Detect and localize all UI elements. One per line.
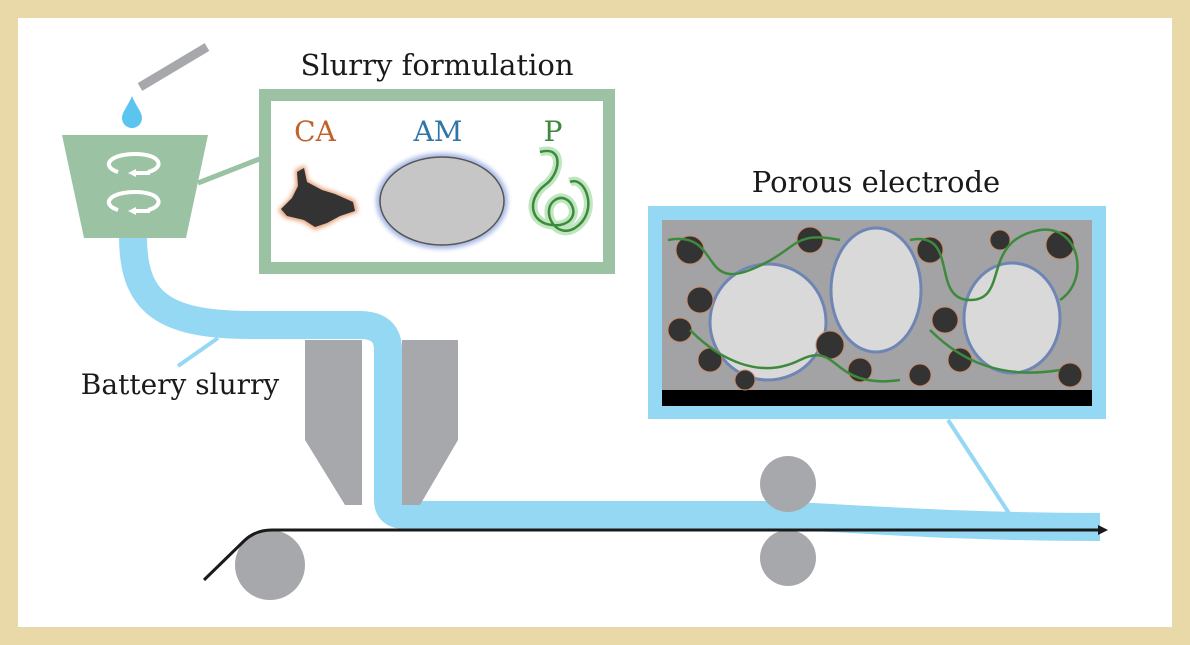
drop-icon (122, 96, 142, 128)
electrode-microstructure (667, 226, 1083, 391)
roller-left (235, 530, 305, 600)
polymer-binder-particle (528, 146, 593, 236)
mixer-bucket-icon (62, 135, 208, 238)
conductive-additive-particle (278, 165, 358, 230)
porous-electrode-title: Porous electrode (752, 165, 1000, 199)
roller-top (760, 456, 816, 512)
slurry-formulation-title: Slurry formulation (300, 48, 573, 82)
am-label: AM (413, 115, 463, 148)
active-material-particle (376, 153, 508, 249)
current-collector (662, 390, 1092, 406)
coater-hopper-right (402, 340, 458, 505)
coater-hopper-left (305, 340, 362, 505)
p-label: P (544, 115, 563, 148)
stir-icon (106, 151, 161, 215)
ca-label: CA (294, 115, 336, 148)
roller-bottom (760, 530, 816, 586)
battery-slurry-label: Battery slurry (81, 368, 280, 401)
conveyor-line (202, 525, 1108, 582)
pipette-icon (137, 43, 210, 91)
